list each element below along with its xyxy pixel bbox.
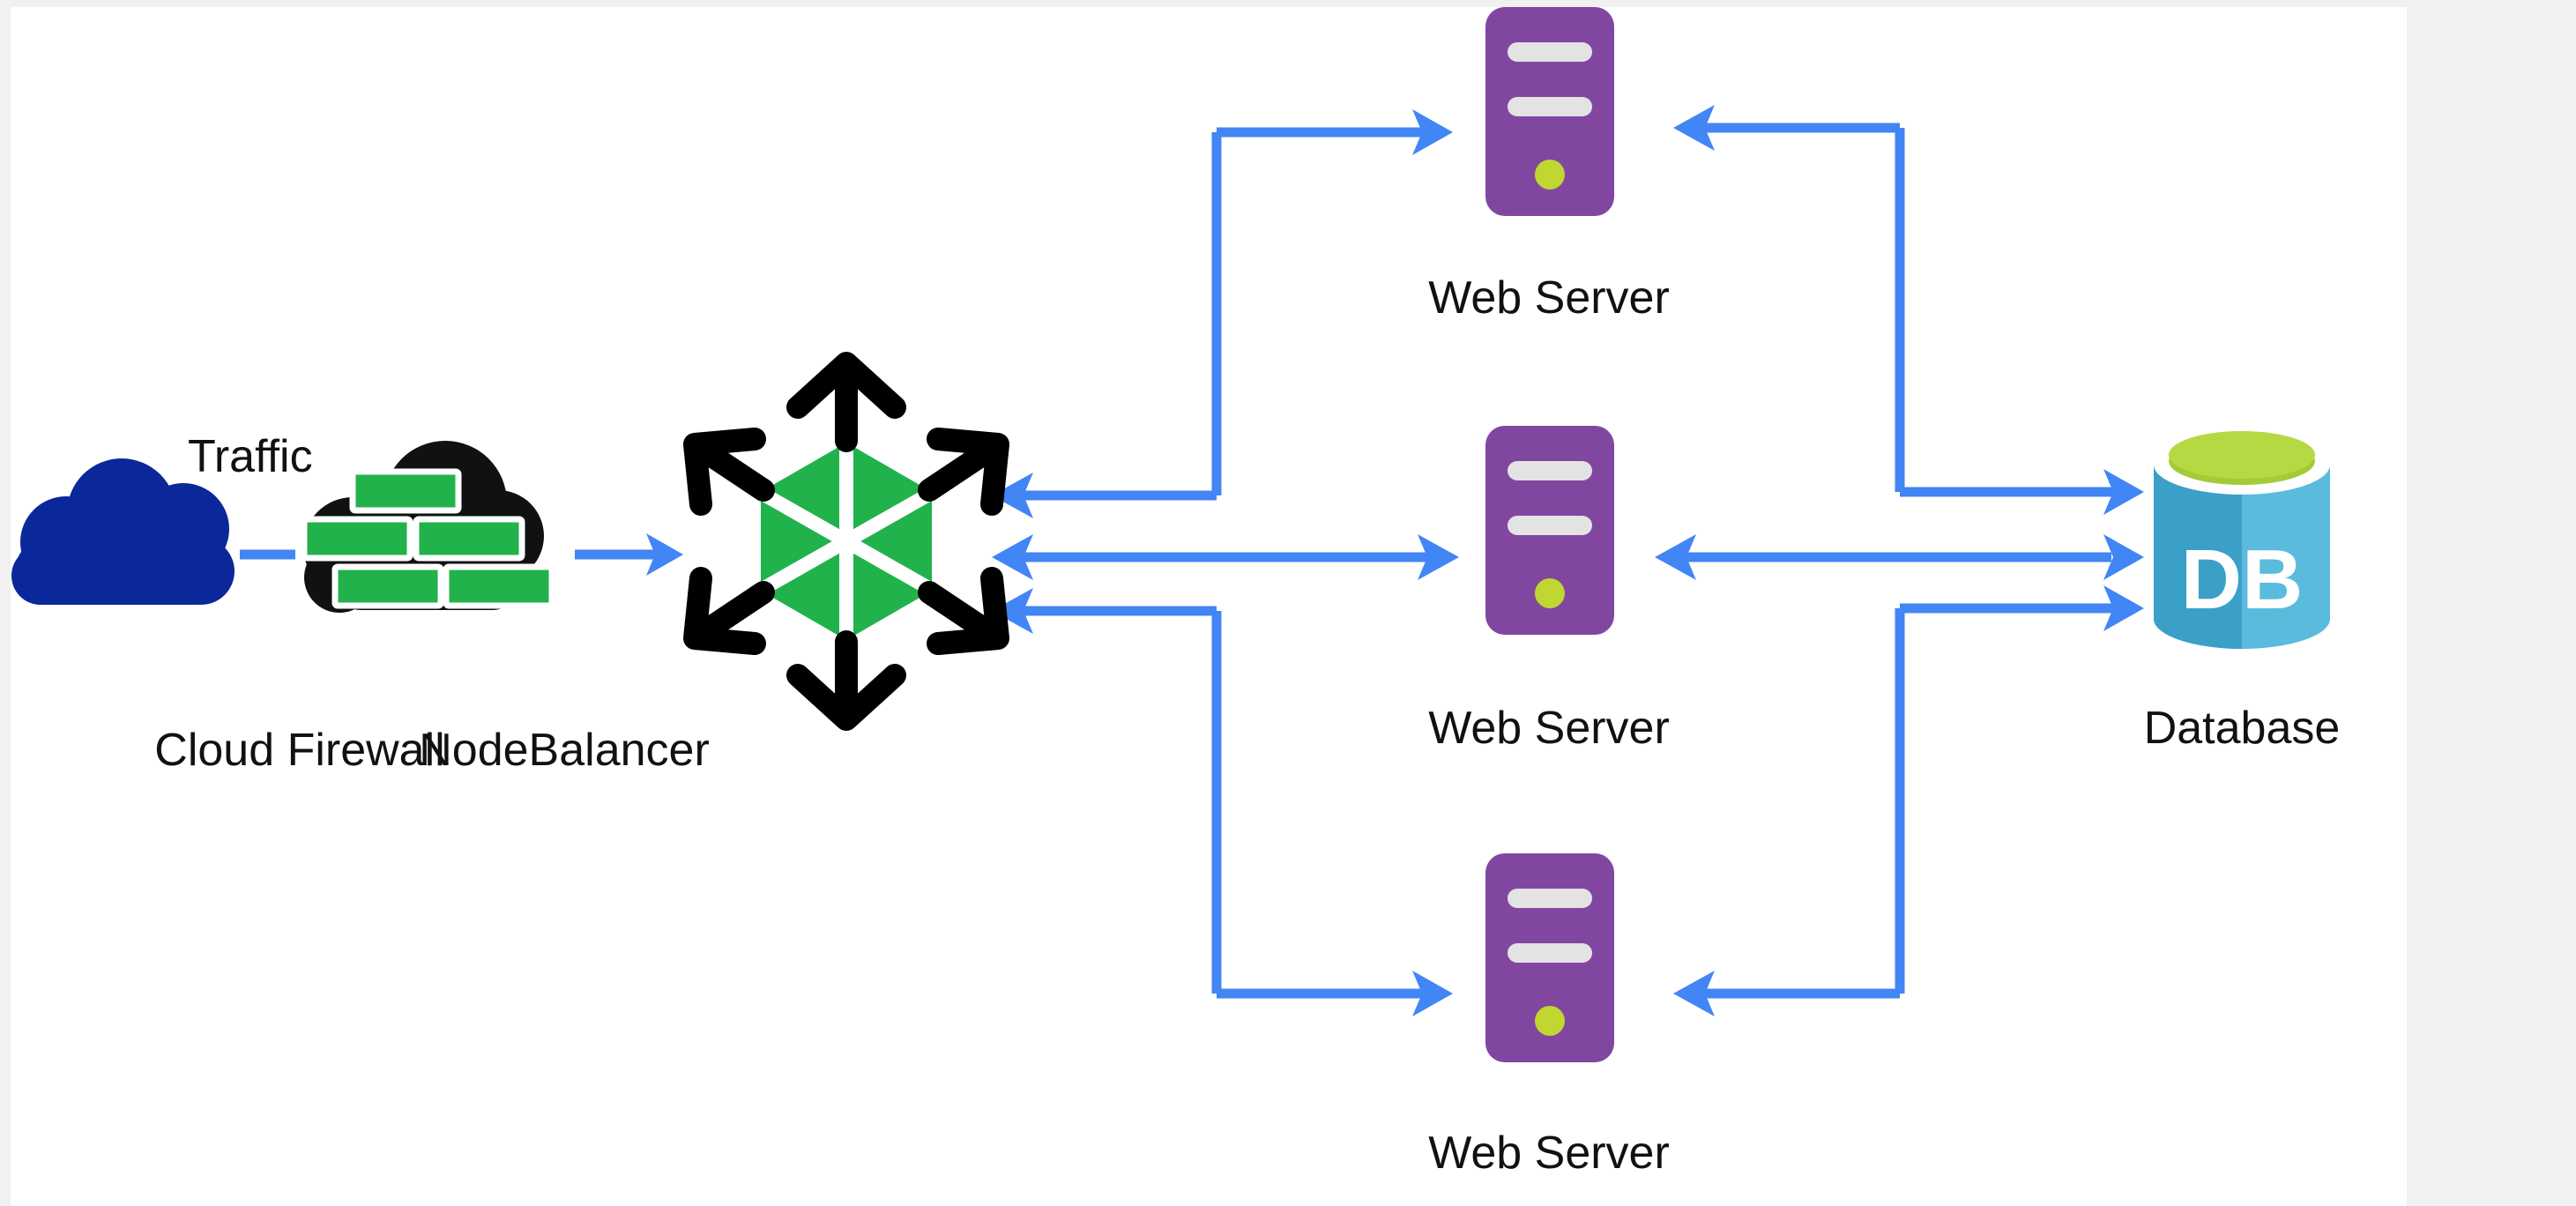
- server-icon-bottom: [1485, 853, 1614, 1062]
- edge-firewall-to-nodebalancer: [575, 533, 683, 576]
- server-icon-top: [1485, 7, 1614, 216]
- edge-nodebalancer-to-web-server-bottom: [992, 588, 1453, 1016]
- nodebalancer-label: NodeBalancer: [419, 725, 710, 776]
- brick-wall-icon: [301, 468, 555, 609]
- edge-nodebalancer-to-web-server-middle: [992, 534, 1459, 580]
- web-server-top-label: Web Server: [1428, 272, 1670, 324]
- cloud-firewall-label: Cloud Firewall: [154, 725, 444, 776]
- server-icon-middle: [1485, 426, 1614, 635]
- web-server-middle-label: Web Server: [1428, 703, 1670, 754]
- nodebalancer-icon: [683, 352, 1009, 731]
- web-server-bottom-label: Web Server: [1428, 1128, 1670, 1179]
- cloud-icon: [11, 458, 235, 605]
- edge-nodebalancer-to-web-server-top: [992, 109, 1453, 518]
- traffic-label: Traffic: [188, 431, 313, 482]
- database-label: Database: [2144, 703, 2341, 754]
- edge-web-server-bottom-to-database: [1673, 585, 2144, 1016]
- database-cylinder-icon: DB: [2154, 431, 2330, 649]
- edge-web-server-top-to-database: [1673, 105, 2144, 515]
- firewall-cloud-icon: [301, 441, 555, 613]
- database-icon-text: DB: [2181, 532, 2304, 627]
- edge-web-server-middle-to-database: [1655, 534, 2144, 580]
